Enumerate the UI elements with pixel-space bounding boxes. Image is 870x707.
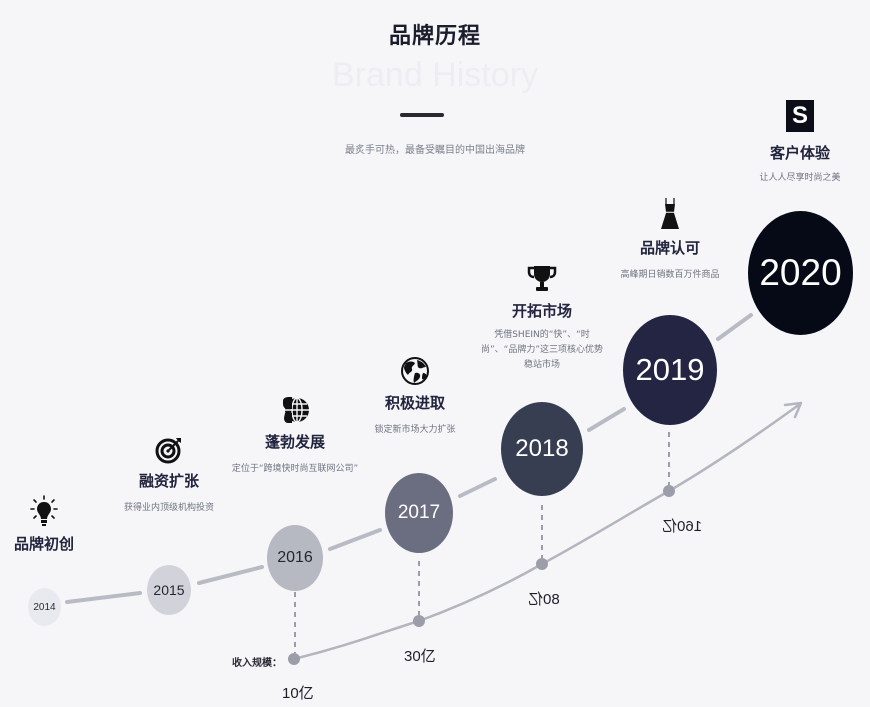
milestone-description: 高峰期日销数百万件商品: [620, 270, 720, 280]
lightbulb-icon: [30, 495, 58, 526]
year-label: 2015: [153, 582, 185, 598]
year-label: 2014: [33, 601, 56, 613]
year-label: 2019: [635, 352, 705, 387]
globe-icon: [401, 357, 429, 385]
arrow-head-icon: [783, 401, 803, 419]
milestone-2017: 积极进取 锁定新市场大力扩张: [360, 356, 470, 438]
revenue-label-2016: 10亿: [282, 682, 314, 703]
milestone-title: 客户体验: [769, 144, 830, 162]
revenue-value: 10亿: [282, 685, 314, 702]
milestone-2014: 品牌初创: [4, 495, 84, 554]
revenue-value: 30亿: [404, 648, 436, 665]
page-subtitle-english: Brand History: [332, 56, 538, 94]
milestone-2019: 品牌认可 高峰期日销数百万件商品: [608, 197, 732, 283]
milestone-title: 积极进取: [384, 394, 445, 412]
year-circle-2018: 2018: [501, 402, 583, 496]
milestone-2020: S 客户体验 让人人尽享时尚之美: [740, 100, 860, 186]
milestone-title: 开拓市场: [511, 302, 572, 320]
title-divider: [400, 113, 444, 117]
page-tagline: 最炙手可热，最备受瞩目的中国出海品牌: [345, 145, 525, 156]
revenue-drop-lines: [294, 432, 670, 653]
page-title: 品牌历程: [388, 24, 481, 49]
milestone-description: 获得业内顶级机构投资: [123, 503, 214, 513]
dress-icon: [661, 198, 679, 229]
milestone-title: 融资扩张: [138, 472, 199, 490]
revenue-value: 80亿: [528, 591, 560, 608]
milestone-title: 品牌认可: [639, 239, 700, 257]
year-label: 2018: [515, 435, 569, 462]
dollar-globe-icon: [283, 397, 309, 423]
revenue-caption: 收入规模：: [232, 658, 282, 669]
milestone-2018: 开拓市场 凭借SHEIN的“快”、“时尚”、“品牌力”这三项核心优势稳站市场: [480, 264, 604, 373]
year-circle-2019: 2019: [623, 315, 717, 425]
milestone-2015: 融资扩张 获得业内顶级机构投资: [109, 436, 229, 516]
year-connector-lines: [65, 313, 753, 604]
revenue-value: 160亿: [662, 518, 703, 535]
year-circle-2020: 2020: [748, 211, 853, 335]
milestone-description: 凭借SHEIN的“快”、“时尚”、“品牌力”这三项核心优势稳站市场: [481, 330, 603, 370]
milestone-title: 品牌初创: [13, 535, 74, 553]
revenue-label-2017: 30亿: [404, 645, 436, 666]
revenue-dots: [288, 485, 675, 665]
year-circle-2016: 2016: [267, 525, 323, 591]
revenue-label-2019: 160亿: [662, 515, 702, 536]
year-label: 2016: [277, 549, 313, 566]
target-icon: [155, 438, 181, 464]
revenue-label-2018: 80亿: [528, 588, 560, 609]
milestone-description: 让人人尽享时尚之美: [759, 173, 841, 183]
milestone-2016: 蓬勃发展 定位于“跨境快时尚互联网公司”: [220, 395, 370, 477]
milestone-title: 蓬勃发展: [264, 433, 325, 451]
year-label: 2017: [397, 502, 441, 523]
milestone-description: 锁定新市场大力扩张: [374, 425, 456, 435]
shein-s-logo-icon: S: [786, 100, 814, 132]
milestone-description: 定位于“跨境快时尚互联网公司”: [231, 464, 359, 474]
year-circle-2017: 2017: [385, 473, 453, 553]
trophy-icon: [527, 266, 557, 291]
year-label: 2020: [759, 252, 842, 293]
year-circle-2015: 2015: [147, 565, 191, 615]
year-circle-2014: 2014: [28, 588, 61, 626]
